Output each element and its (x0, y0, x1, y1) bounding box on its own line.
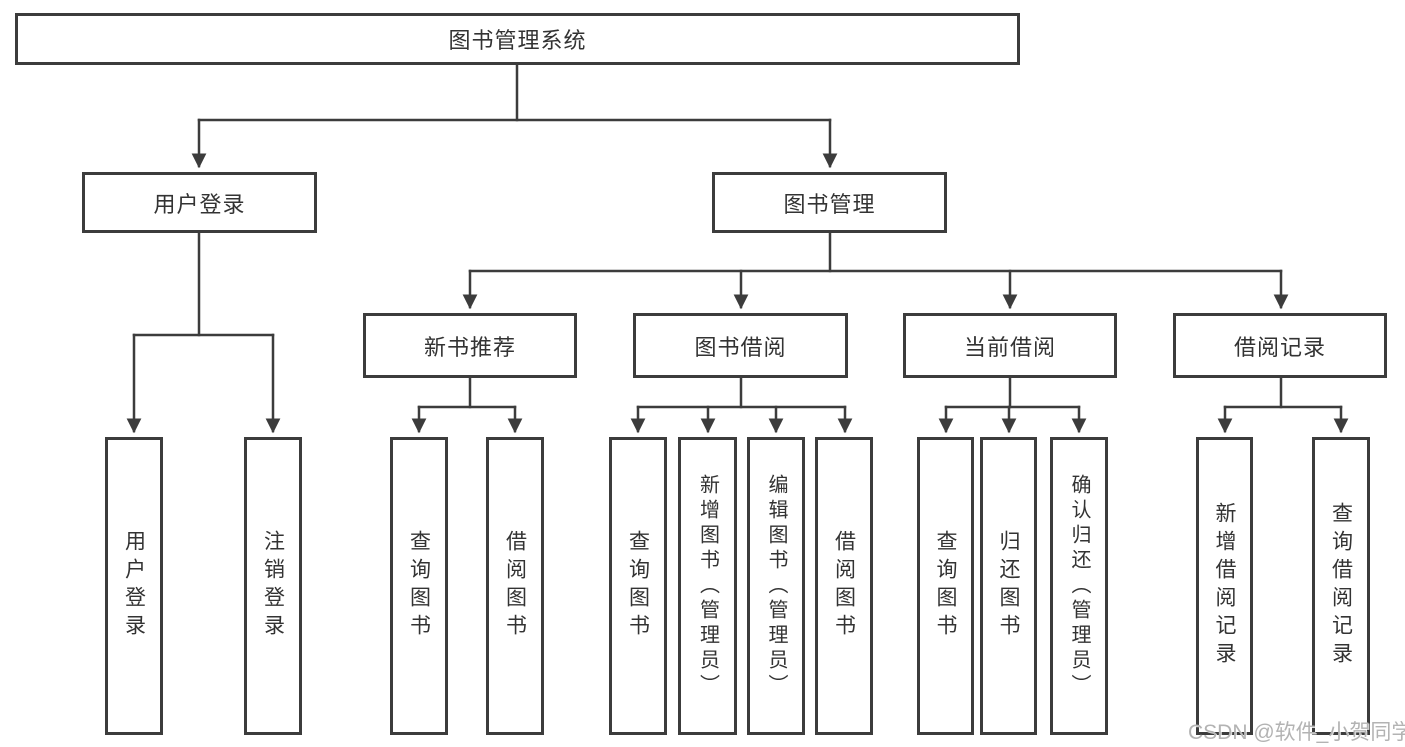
leaf-confirm-return-admin: 确认归还（管理员） (1050, 437, 1108, 735)
node-label: 查询图书 (407, 530, 431, 642)
leaf-query-books-borrowing: 查询图书 (609, 437, 667, 735)
leaf-query-books-recommendation: 查询图书 (390, 437, 448, 735)
leaf-user-login: 用户登录 (105, 437, 163, 735)
node-label: 借阅图书 (503, 530, 527, 642)
leaf-logout: 注销登录 (244, 437, 302, 735)
node-label: 新增图书（管理员） (696, 473, 719, 699)
leaf-query-books-current: 查询图书 (917, 437, 974, 735)
node-label: 新增借阅记录 (1213, 502, 1236, 670)
node-label: 查询图书 (626, 530, 650, 642)
leaf-edit-book-admin: 编辑图书（管理员） (747, 437, 805, 735)
node-label: 借阅记录 (1233, 334, 1326, 360)
node-library-management-system: 图书管理系统 (15, 13, 1020, 65)
leaf-add-borrow-record: 新增借阅记录 (1196, 437, 1253, 735)
node-label: 用户登录 (153, 191, 246, 217)
node-label: 归还图书 (997, 530, 1020, 642)
node-label: 图书管理系统 (448, 28, 587, 53)
leaf-borrow-books-recommendation: 借阅图书 (486, 437, 544, 735)
node-book-management: 图书管理 (712, 172, 947, 233)
node-user-login: 用户登录 (82, 172, 317, 233)
node-current-borrowing: 当前借阅 (903, 313, 1117, 378)
node-borrowing-records: 借阅记录 (1173, 313, 1387, 378)
node-label: 注销登录 (261, 530, 285, 642)
csdn-watermark: CSDN @软件_小贺同学 (1188, 721, 1405, 744)
leaf-borrow-books-borrowing: 借阅图书 (815, 437, 873, 735)
leaf-return-books: 归还图书 (980, 437, 1037, 735)
node-label: 图书借阅 (694, 334, 787, 360)
node-label: 图书管理 (783, 191, 876, 217)
node-new-book-recommendation: 新书推荐 (363, 313, 577, 378)
node-label: 查询借阅记录 (1329, 502, 1353, 670)
node-label: 当前借阅 (963, 334, 1056, 360)
node-label: 编辑图书（管理员） (765, 473, 787, 699)
node-label: 借阅图书 (832, 530, 856, 642)
node-label: 确认归还（管理员） (1068, 473, 1090, 699)
node-book-borrowing: 图书借阅 (633, 313, 848, 378)
node-label: 查询图书 (934, 530, 957, 642)
leaf-query-borrow-record: 查询借阅记录 (1312, 437, 1370, 735)
node-label: 新书推荐 (423, 334, 516, 360)
node-label: 用户登录 (122, 530, 146, 642)
leaf-add-book-admin: 新增图书（管理员） (678, 437, 737, 735)
